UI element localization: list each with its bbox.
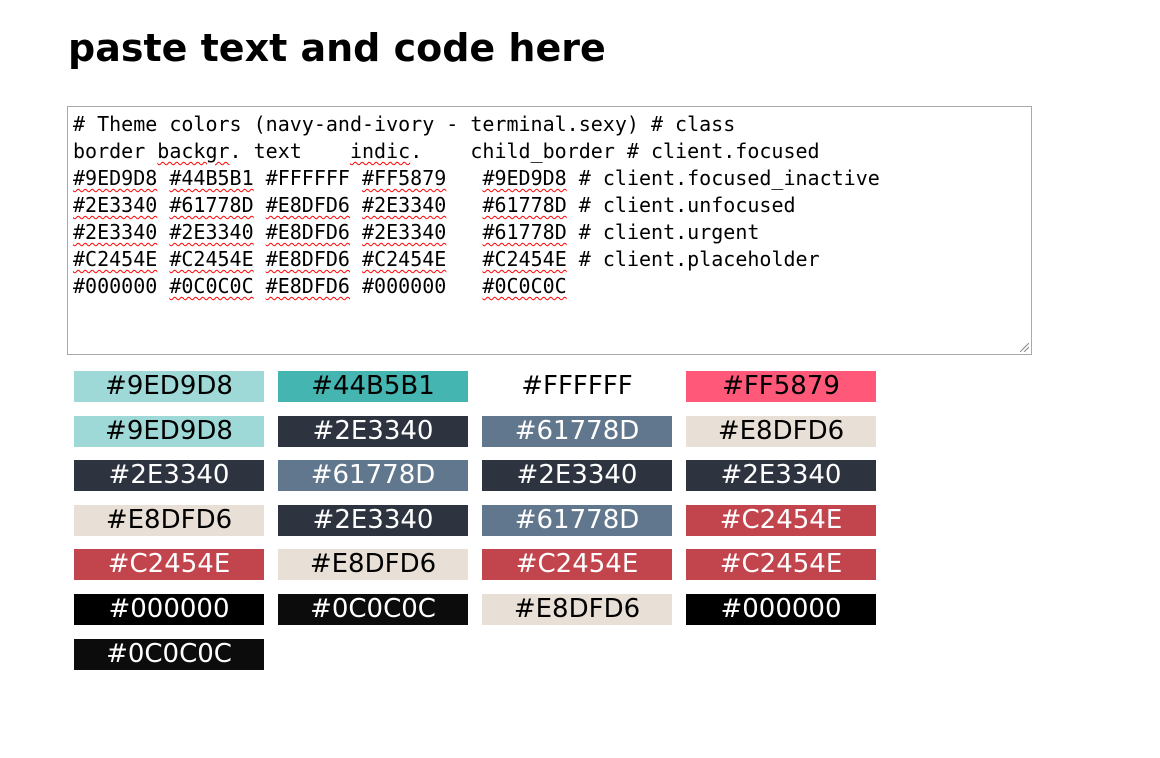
misspelled-word: #C2454E — [482, 247, 567, 271]
misspelled-word: #C2454E — [73, 247, 158, 271]
color-swatch: #000000 — [686, 594, 876, 625]
misspelled-word: #2E3340 — [362, 220, 447, 244]
misspelled-word: #61778D — [169, 193, 254, 217]
color-swatch: #000000 — [74, 594, 264, 625]
code-segment — [446, 220, 482, 244]
code-segment: # client.focused_inactive — [566, 166, 880, 190]
code-segment: . child_border # client.focused — [410, 139, 820, 163]
color-swatch: #44B5B1 — [278, 371, 468, 402]
color-swatch: #E8DFD6 — [74, 504, 264, 536]
misspelled-word: #E8DFD6 — [265, 193, 350, 217]
misspelled-word: #2E3340 — [362, 193, 447, 217]
color-swatch: #E8DFD6 — [278, 549, 468, 581]
misspelled-word: #2E3340 — [169, 220, 254, 244]
page-title: paste text and code here — [68, 26, 606, 70]
color-swatch: #2E3340 — [278, 504, 468, 536]
color-swatch: #0C0C0C — [74, 638, 264, 670]
misspelled-word: #FF5879 — [362, 166, 447, 190]
color-swatch: #61778D — [278, 460, 468, 492]
color-swatch: #C2454E — [482, 549, 672, 581]
color-swatch: #9ED9D8 — [74, 371, 264, 402]
misspelled-word: #2E3340 — [73, 193, 158, 217]
misspelled-word: #E8DFD6 — [265, 247, 350, 271]
color-swatch: #2E3340 — [482, 460, 672, 492]
misspelled-word: #2E3340 — [73, 220, 158, 244]
misspelled-word: #E8DFD6 — [265, 220, 350, 244]
color-swatch: #2E3340 — [686, 460, 876, 492]
misspelled-word: #C2454E — [362, 247, 447, 271]
color-swatch: #FFFFFF — [482, 371, 672, 402]
misspelled-word: #E8DFD6 — [265, 274, 350, 298]
resize-grip-icon[interactable] — [1020, 343, 1029, 352]
code-segment — [350, 247, 362, 271]
color-swatch: #61778D — [482, 415, 672, 447]
code-segment — [350, 220, 362, 244]
misspelled-word: backgr — [157, 139, 230, 163]
misspelled-word: #44B5B1 — [169, 166, 254, 190]
code-line: # Theme colors (navy-and-ivory - termina… — [73, 112, 735, 136]
code-segment — [254, 220, 266, 244]
code-line: #9ED9D8 #44B5B1 #FFFFFF #FF5879 #9ED9D8 … — [73, 166, 880, 190]
misspelled-word: #9ED9D8 — [73, 166, 158, 190]
code-segment: . text — [229, 139, 350, 163]
code-segment — [157, 247, 169, 271]
color-swatch: #C2454E — [686, 549, 876, 581]
color-swatch: #E8DFD6 — [482, 594, 672, 625]
code-segment — [446, 247, 482, 271]
code-line: #2E3340 #61778D #E8DFD6 #2E3340 #61778D … — [73, 193, 796, 217]
code-segment: # client.placeholder — [566, 247, 820, 271]
misspelled-word: #61778D — [482, 193, 567, 217]
color-swatch: #0C0C0C — [278, 594, 468, 625]
code-segment — [446, 166, 482, 190]
code-segment: # client.urgent — [566, 220, 760, 244]
color-swatch: #FF5879 — [686, 371, 876, 402]
code-line: #C2454E #C2454E #E8DFD6 #C2454E #C2454E … — [73, 247, 820, 271]
color-swatch: #2E3340 — [278, 415, 468, 447]
code-line: #000000 #0C0C0C #E8DFD6 #000000 #0C0C0C — [73, 274, 567, 298]
color-swatch: #C2454E — [686, 504, 876, 536]
code-text[interactable]: # Theme colors (navy-and-ivory - termina… — [73, 111, 880, 300]
code-segment: #000000 — [349, 274, 483, 298]
misspelled-word: #0C0C0C — [482, 274, 567, 298]
code-segment — [350, 193, 362, 217]
misspelled-word: indic — [349, 139, 411, 163]
code-segment: #000000 — [73, 274, 170, 298]
code-segment — [254, 247, 266, 271]
code-segment — [157, 193, 169, 217]
color-swatch-grid: #9ED9D8 #44B5B1 #FFFFFF #FF5879 #9ED9D8 #2E33… — [74, 371, 894, 681]
code-segment — [254, 193, 266, 217]
code-segment — [157, 220, 169, 244]
misspelled-word: #9ED9D8 — [482, 166, 567, 190]
code-segment — [446, 193, 482, 217]
misspelled-word: #C2454E — [169, 247, 254, 271]
color-swatch: #9ED9D8 — [74, 415, 264, 447]
code-segment: # Theme colors (navy-and-ivory - termina… — [73, 112, 736, 136]
code-segment — [254, 274, 266, 298]
code-segment: #FFFFFF — [253, 166, 363, 190]
code-segment — [157, 166, 169, 190]
code-segment: border — [73, 139, 158, 163]
color-swatch: #C2454E — [74, 549, 264, 581]
color-swatch: #61778D — [482, 504, 672, 536]
misspelled-word: #61778D — [482, 220, 567, 244]
code-line: border backgr. text indic. child_border … — [73, 139, 820, 163]
color-swatch: #2E3340 — [74, 460, 264, 492]
misspelled-word: #0C0C0C — [169, 274, 254, 298]
code-line: #2E3340 #2E3340 #E8DFD6 #2E3340 #61778D … — [73, 220, 759, 244]
code-segment: # client.unfocused — [566, 193, 796, 217]
code-textarea[interactable]: # Theme colors (navy-and-ivory - termina… — [67, 106, 1032, 355]
color-swatch: #E8DFD6 — [686, 415, 876, 447]
